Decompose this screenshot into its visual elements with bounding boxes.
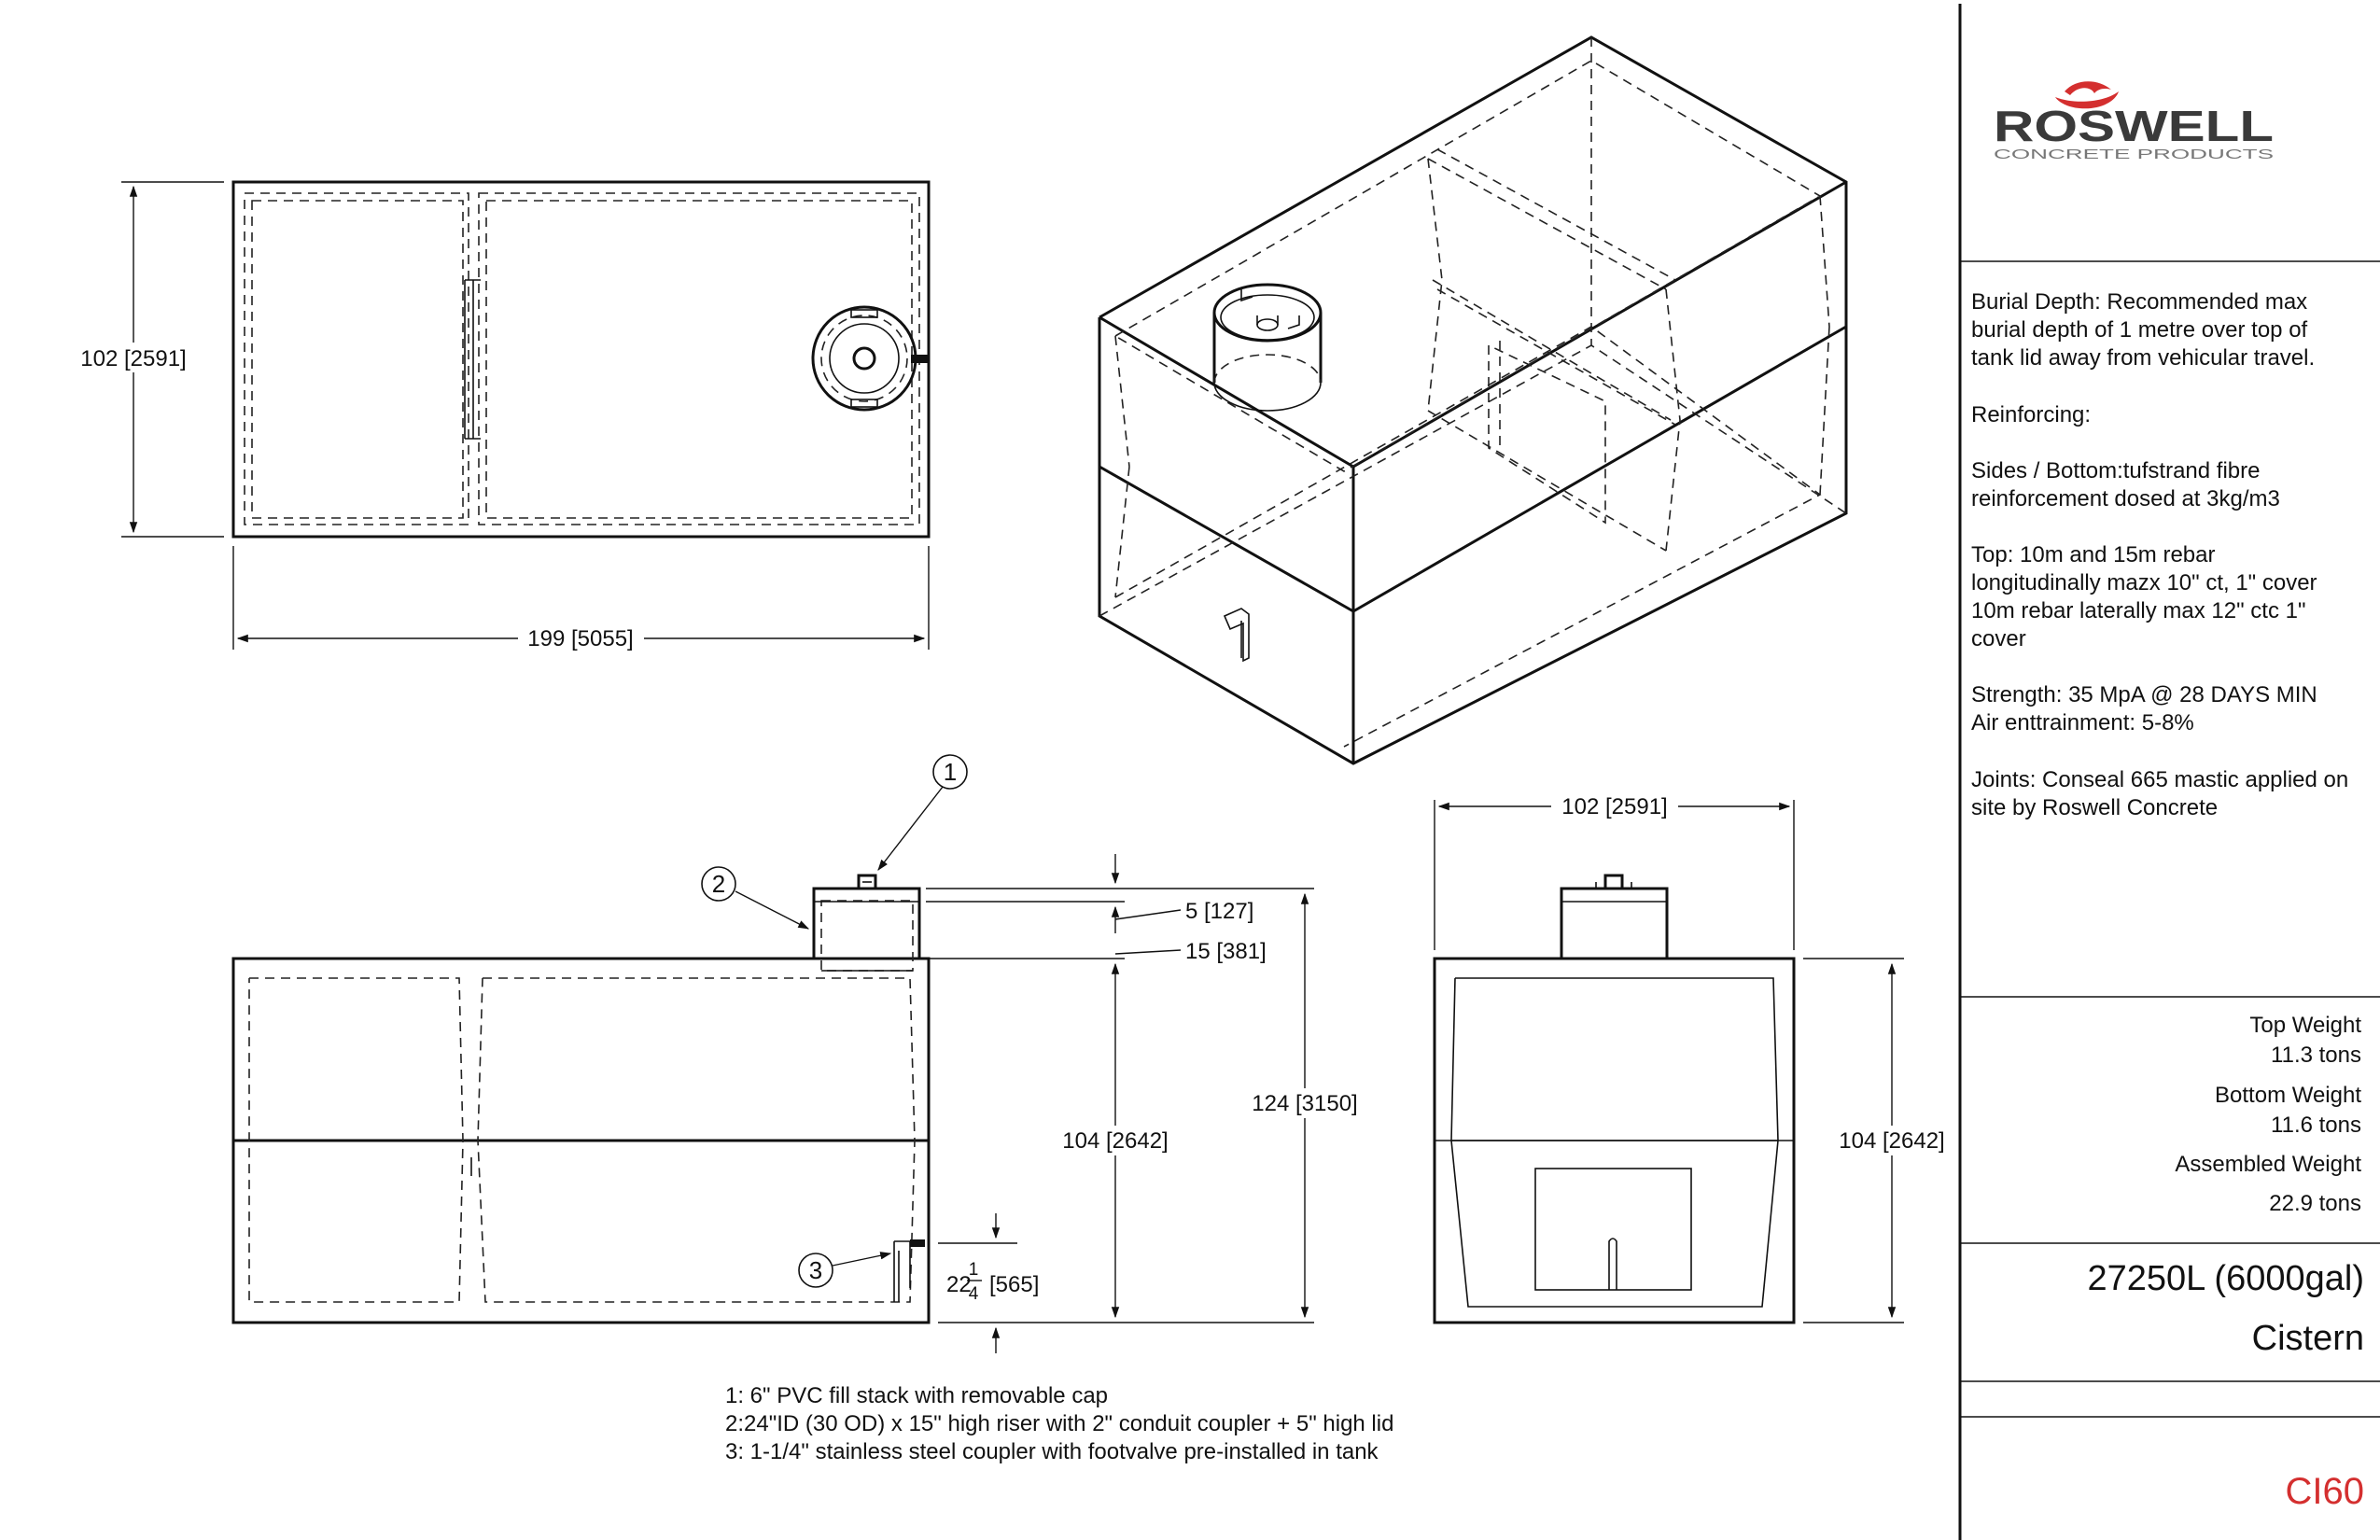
callout-2: 2 bbox=[712, 870, 725, 898]
note-strength-1: Strength: 35 MpA @ 28 DAYS MIN bbox=[1971, 682, 2317, 707]
brand-name: ROSWELL bbox=[1994, 102, 2274, 150]
note-top-4: cover bbox=[1971, 626, 2026, 651]
side-elevation-dimensions: 5 [127] 15 [381] 104 [2642] 124 [3150] 2… bbox=[926, 854, 1368, 1353]
product-capacity: 27250L (6000gal) bbox=[2087, 1259, 2364, 1298]
top-weight-label: Top Weight bbox=[2249, 1013, 2361, 1038]
plan-view bbox=[231, 180, 931, 539]
plan-length-dim: 199 [5055] bbox=[527, 626, 633, 651]
weights-table: Top Weight 11.3 tons Bottom Weight 11.6 … bbox=[2175, 1013, 2361, 1216]
assembled-weight-label: Assembled Weight bbox=[2175, 1152, 2361, 1177]
note-joints-2: site by Roswell Concrete bbox=[1971, 795, 2218, 820]
component-legend: 1: 6" PVC fill stack with removable cap … bbox=[725, 1383, 1393, 1464]
side-elevation bbox=[231, 874, 931, 1324]
riser-plan bbox=[811, 305, 928, 412]
legend-item-2: 2:24"ID (30 OD) x 15" high riser with 2"… bbox=[725, 1411, 1393, 1436]
end-height-dim: 104 [2642] bbox=[1839, 1128, 1944, 1154]
note-top-2: longitudinally mazx 10" ct, 1" cover bbox=[1971, 570, 2317, 595]
coupler-height-dim: 22 1 4 [565] bbox=[946, 1260, 1039, 1304]
brand-logo: ROSWELL CONCRETE PRODUCTS bbox=[1994, 81, 2274, 162]
note-joints-1: Joints: Conseal 665 mastic applied on bbox=[1971, 767, 2348, 792]
drawing-code: CI60 bbox=[2286, 1471, 2365, 1512]
note-top-1: Top: 10m and 15m rebar bbox=[1971, 542, 2215, 567]
note-sides-1: Sides / Bottom:tufstrand fibre bbox=[1971, 458, 2260, 483]
callouts: 1 2 3 bbox=[701, 754, 968, 1288]
note-strength-2: Air enttrainment: 5-8% bbox=[1971, 710, 2194, 735]
lid-height-dim: 5 [127] bbox=[1185, 899, 1253, 924]
note-top-3: 10m rebar laterally max 12" ctc 1" bbox=[1971, 598, 2306, 623]
riser-iso bbox=[1212, 283, 1323, 412]
end-elevation bbox=[1433, 874, 1796, 1324]
total-height-dim: 124 [3150] bbox=[1252, 1091, 1357, 1116]
note-burial-3: tank lid away from vehicular travel. bbox=[1971, 345, 2315, 371]
riser-height-dim: 15 [381] bbox=[1185, 939, 1267, 964]
plan-dimensions: 102 [2591] 199 [5055] bbox=[73, 181, 930, 653]
assembled-weight-value: 22.9 tons bbox=[2269, 1191, 2361, 1216]
coupler-height-whole: 22 bbox=[946, 1272, 972, 1297]
title-block: ROSWELL CONCRETE PRODUCTS Burial Depth: … bbox=[1958, 4, 2380, 1540]
riser-elevation bbox=[812, 874, 921, 972]
bottom-weight-value: 11.6 tons bbox=[2271, 1113, 2361, 1138]
legend-item-3: 3: 1-1/4" stainless steel coupler with f… bbox=[725, 1439, 1379, 1464]
product-type: Cistern bbox=[2252, 1319, 2364, 1358]
callout-3: 3 bbox=[809, 1256, 822, 1284]
cowboy-hat-icon bbox=[2055, 81, 2119, 109]
coupler-height-num: 1 bbox=[969, 1260, 979, 1280]
legend-item-1: 1: 6" PVC fill stack with removable cap bbox=[725, 1383, 1108, 1408]
callout-1: 1 bbox=[944, 758, 957, 786]
note-burial-2: burial depth of 1 metre over top of bbox=[1971, 317, 2308, 343]
note-reinforcing: Reinforcing: bbox=[1971, 402, 2091, 427]
top-weight-value: 11.3 tons bbox=[2271, 1043, 2361, 1068]
note-burial-1: Burial Depth: Recommended max bbox=[1971, 289, 2307, 315]
note-sides-2: reinforcement dosed at 3kg/m3 bbox=[1971, 486, 2280, 511]
end-width-dim: 102 [2591] bbox=[1561, 794, 1667, 819]
coupler-height-metric: [565] bbox=[989, 1272, 1039, 1297]
coupler-elevation bbox=[893, 1239, 925, 1302]
isometric-view bbox=[1098, 35, 1848, 765]
coupler-iso bbox=[1223, 608, 1250, 663]
bottom-weight-label: Bottom Weight bbox=[2215, 1083, 2361, 1108]
brand-tagline: CONCRETE PRODUCTS bbox=[1994, 147, 2274, 162]
body-height-dim: 104 [2642] bbox=[1062, 1128, 1168, 1154]
coupler-height-den: 4 bbox=[969, 1284, 979, 1304]
spec-notes: Burial Depth: Recommended max burial dep… bbox=[1971, 289, 2348, 820]
plan-width-dim: 102 [2591] bbox=[80, 346, 186, 371]
end-elevation-dimensions: 102 [2591] 104 [2642] bbox=[1434, 791, 1954, 1323]
